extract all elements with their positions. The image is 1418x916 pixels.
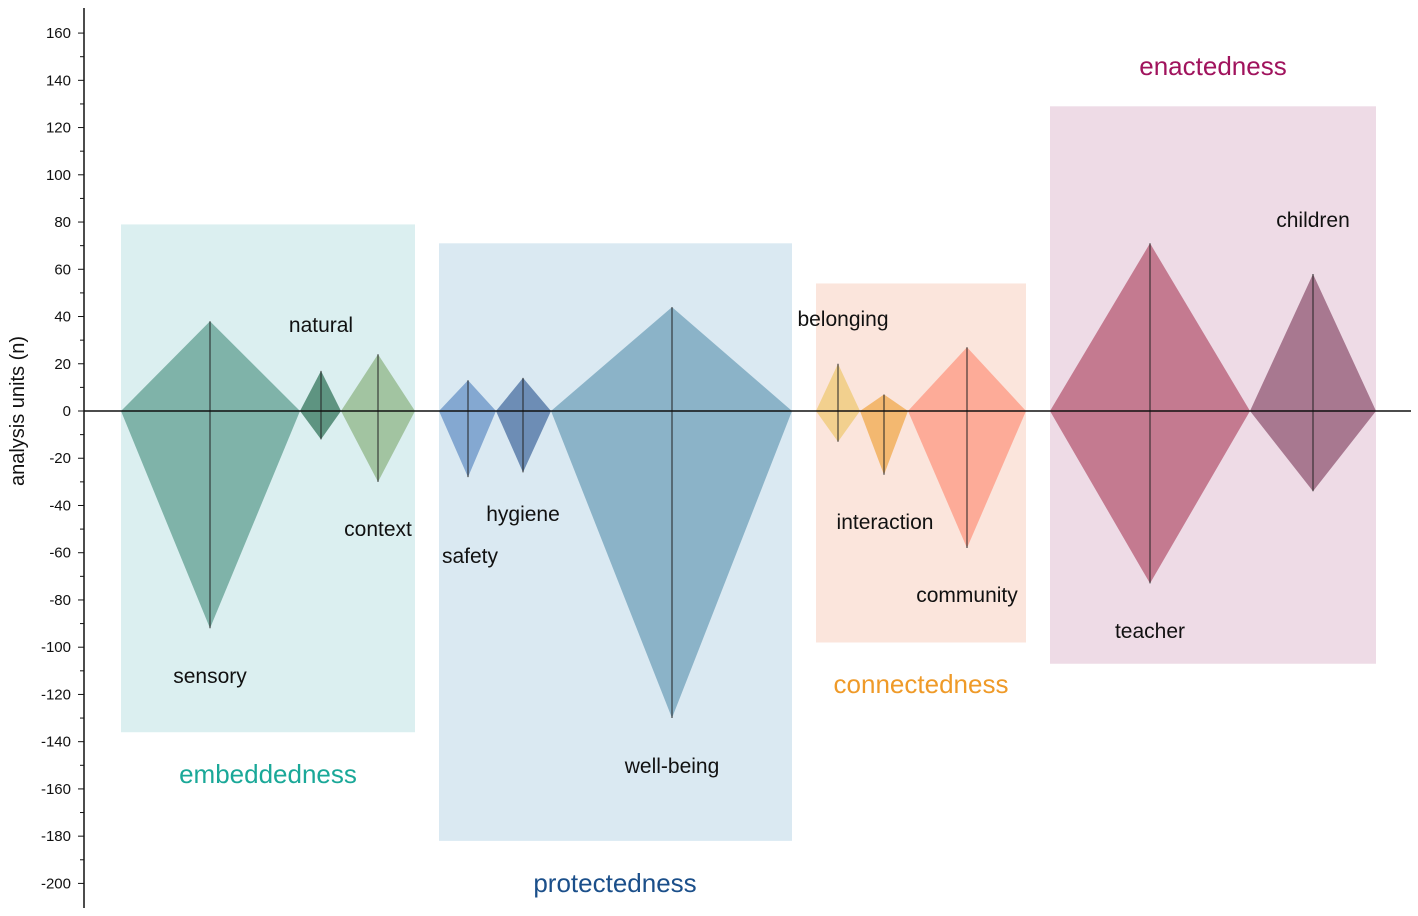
- group-label-protectedness: protectedness: [533, 868, 696, 898]
- y-tick-label: -140: [41, 734, 71, 751]
- y-tick-label: 20: [54, 356, 71, 373]
- item-label-context: context: [344, 518, 412, 541]
- y-tick-label: -100: [41, 639, 71, 656]
- y-axis-title: analysis units (n): [7, 336, 29, 486]
- item-label-children: children: [1276, 209, 1350, 232]
- y-tick-label: -120: [41, 686, 71, 703]
- item-label-well-being: well-being: [624, 755, 720, 778]
- group-label-enactedness: enactedness: [1139, 51, 1286, 81]
- group-label-connectedness: connectedness: [834, 669, 1009, 699]
- item-label-belonging: belonging: [797, 308, 888, 331]
- group-label-embeddedness: embeddedness: [179, 759, 357, 789]
- y-tick-label: -60: [49, 545, 71, 562]
- y-tick-label: 40: [54, 309, 71, 326]
- item-label-hygiene: hygiene: [486, 503, 560, 526]
- y-tick-label: 60: [54, 261, 71, 278]
- y-tick-label: 160: [46, 25, 71, 42]
- y-tick-label: 100: [46, 167, 71, 184]
- y-tick-label: 120: [46, 120, 71, 137]
- item-label-teacher: teacher: [1115, 620, 1185, 643]
- item-label-interaction: interaction: [837, 511, 934, 534]
- y-tick-label: -40: [49, 497, 71, 514]
- y-tick-label: -160: [41, 781, 71, 798]
- y-tick-label: 0: [63, 403, 71, 420]
- item-label-community: community: [916, 584, 1018, 607]
- item-label-natural: natural: [289, 314, 353, 337]
- y-tick-label: 80: [54, 214, 71, 231]
- item-label-sensory: sensory: [173, 665, 247, 688]
- y-tick-label: -20: [49, 450, 71, 467]
- y-tick-label: -200: [41, 875, 71, 892]
- item-label-safety: safety: [442, 545, 499, 568]
- y-tick-label: -80: [49, 592, 71, 609]
- y-tick-label: 140: [46, 72, 71, 89]
- y-tick-label: -180: [41, 828, 71, 845]
